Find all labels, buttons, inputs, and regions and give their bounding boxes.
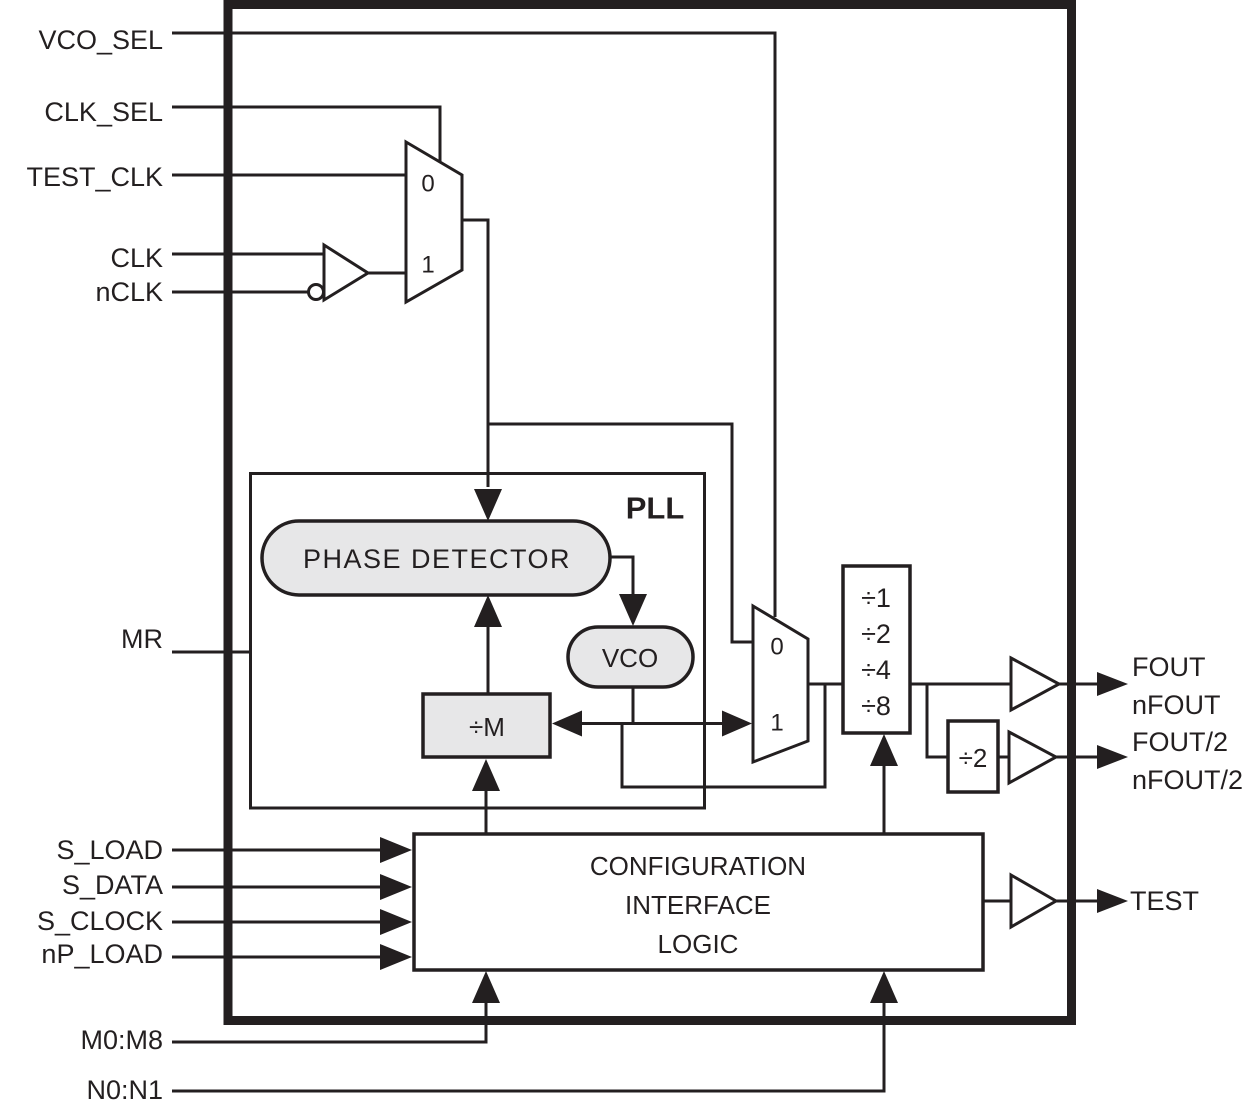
clk-mux-in1-label: 1 [421, 252, 434, 279]
wires [172, 31, 1099, 1093]
arrow-m-bus-into-config [472, 971, 500, 1003]
arrow-s-clock-into-config [380, 909, 412, 935]
output-divider-block [841, 564, 912, 735]
port-label-fout-div2: FOUT/2 [1132, 727, 1228, 757]
phase-detector-label: PHASE DETECTOR [303, 544, 571, 574]
arrowheads [380, 489, 1128, 1003]
vco-select-mux [751, 603, 810, 765]
nclk-inverting-bubble [307, 283, 325, 301]
chip-outline [223, 0, 1076, 1025]
left-port-labels: VCO_SEL CLK_SEL TEST_CLK CLK nCLK MR S_L… [26, 25, 163, 1105]
arrow-into-vco-top [619, 594, 647, 626]
wire-m-bus [172, 1000, 488, 1044]
port-label-test: TEST [1130, 886, 1199, 916]
wire-mux1-to-mux2-in0 [488, 422, 752, 644]
port-label-s-clock: S_CLOCK [37, 906, 163, 936]
port-label-n-bus: N0:N1 [86, 1075, 163, 1105]
phase-detector-block [260, 519, 612, 597]
config-label-line2: INTERFACE [625, 890, 771, 920]
port-label-nfout-div2: nFOUT/2 [1132, 765, 1243, 795]
port-label-nfout: nFOUT [1132, 690, 1221, 720]
wire-vco-sel [172, 31, 777, 617]
port-label-nclk: nCLK [95, 277, 163, 307]
port-label-clk: CLK [110, 243, 163, 273]
wire-mux1-out [462, 218, 490, 487]
arrow-n-bus-into-config [870, 971, 898, 1003]
wire-branch-to-div2 [925, 684, 948, 759]
arrow-fout2-output [1097, 745, 1128, 769]
clk-select-mux [404, 139, 464, 305]
arrow-into-mux2-in1 [722, 710, 752, 737]
port-label-mr: MR [121, 624, 163, 654]
arrow-into-phase-detector-bottom [474, 595, 502, 627]
port-label-np-load: nP_LOAD [41, 939, 163, 969]
fout2-output-buffer [1007, 729, 1060, 786]
config-label-line1: CONFIGURATION [590, 851, 806, 881]
arrow-np-load-into-config [380, 944, 412, 970]
m-divider-block [421, 692, 552, 759]
arrow-test-output [1097, 889, 1128, 913]
wire-n-bus [172, 1000, 886, 1093]
pll-box [249, 472, 706, 810]
arrow-into-phase-detector-top [474, 489, 502, 521]
vco-block [566, 625, 695, 689]
arrow-s-load-into-config [380, 837, 412, 863]
pll-label: PLL [626, 491, 685, 526]
clk-input-buffer [322, 242, 371, 303]
m-divider-label: ÷M [469, 712, 505, 742]
vco-mux-in0-label: 0 [770, 634, 783, 661]
vco-mux-in1-label: 1 [770, 710, 783, 737]
port-label-vco-sel: VCO_SEL [38, 25, 163, 55]
port-label-m-bus: M0:M8 [80, 1025, 163, 1055]
port-label-test-clk: TEST_CLK [26, 162, 163, 192]
port-label-s-data: S_DATA [62, 870, 163, 900]
output-divider-d8: ÷8 [861, 691, 891, 721]
test-output-buffer [1009, 872, 1059, 930]
arrow-s-data-into-config [380, 874, 412, 900]
wire-feedback [620, 684, 827, 789]
port-label-fout: FOUT [1132, 652, 1206, 682]
clk-mux-in0-label: 0 [421, 171, 434, 198]
post-divider-block [946, 719, 1000, 794]
wire-clk-sel [172, 105, 442, 163]
output-divider-d1: ÷1 [861, 583, 891, 613]
output-divider-d2: ÷2 [861, 619, 891, 649]
arrow-fout-output [1097, 672, 1128, 696]
post-divider-label: ÷2 [959, 743, 988, 773]
port-label-s-load: S_LOAD [56, 835, 163, 865]
vco-label: VCO [602, 643, 658, 673]
arrow-into-m-divider-right [552, 710, 582, 737]
arrow-into-divider-bottom [870, 734, 898, 766]
config-interface-logic-block [412, 832, 985, 972]
wire-pd-to-vco [610, 555, 635, 594]
right-port-labels: FOUT nFOUT FOUT/2 nFOUT/2 TEST [1130, 652, 1243, 916]
fout-output-buffer [1009, 655, 1063, 713]
config-label-line3: LOGIC [658, 929, 739, 959]
port-label-clk-sel: CLK_SEL [44, 97, 163, 127]
output-divider-d4: ÷4 [861, 655, 891, 685]
arrow-into-m-divider-bottom [472, 759, 500, 791]
